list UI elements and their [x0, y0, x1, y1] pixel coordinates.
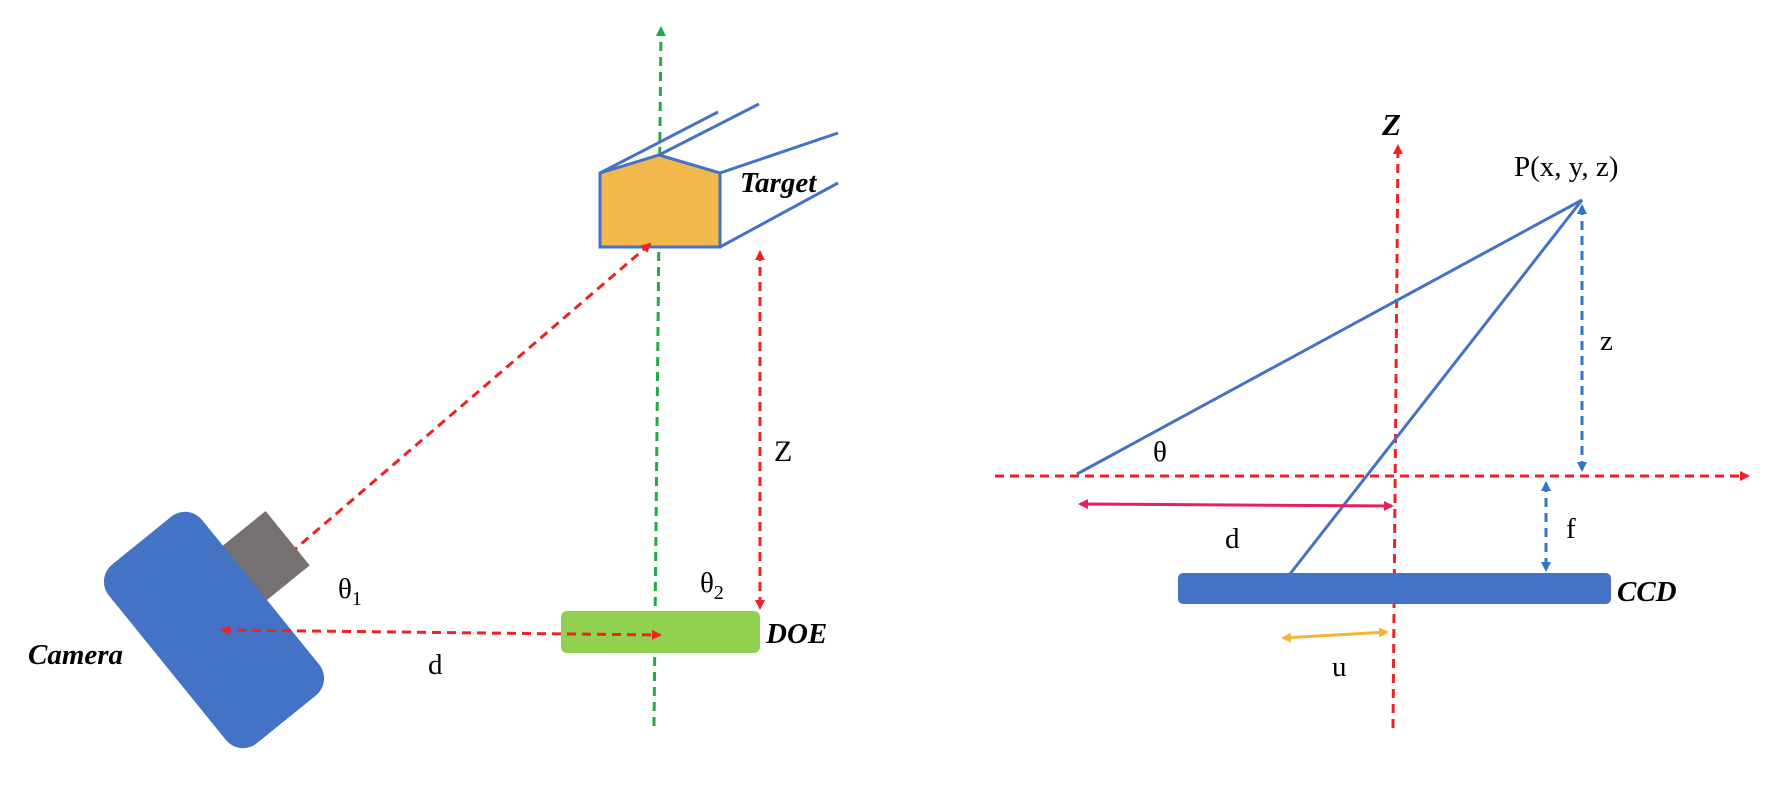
target-shape — [598, 153, 722, 249]
target-label: Target — [740, 167, 817, 199]
u-offset-arrow — [1281, 627, 1389, 643]
f-label: f — [1566, 513, 1576, 545]
target-3d-outline — [599, 102, 839, 249]
projector-ray — [1076, 198, 1583, 476]
doe-label: DOE — [765, 618, 827, 650]
camera-icon — [103, 510, 325, 749]
z-axis-label: Z — [1381, 107, 1401, 142]
d-label-right: d — [1225, 523, 1240, 555]
baseline-d-arrow — [220, 625, 662, 640]
d-label-left: d — [428, 649, 443, 681]
left-diagram: Target Z θ1 θ2 Camera d DOE — [28, 26, 839, 749]
z-label-right: z — [1600, 325, 1613, 357]
optical-axis-green — [652, 26, 666, 727]
theta-label: θ — [1153, 436, 1167, 468]
camera-ray — [1288, 199, 1584, 575]
point-p-label: P(x, y, z) — [1514, 151, 1618, 183]
z-label-left: Z — [774, 435, 792, 468]
camera-label: Camera — [28, 639, 123, 671]
theta1-label: θ1 — [338, 573, 362, 610]
u-label: u — [1332, 651, 1347, 683]
ccd-label: CCD — [1617, 576, 1677, 608]
theta2-label: θ2 — [700, 567, 724, 604]
right-diagram: Z P(x, y, z) z θ d f CCD u — [995, 107, 1750, 729]
ccd-sensor — [1178, 573, 1611, 604]
baseline-d-arrow-right — [1078, 499, 1394, 511]
doe-plate — [561, 611, 760, 653]
